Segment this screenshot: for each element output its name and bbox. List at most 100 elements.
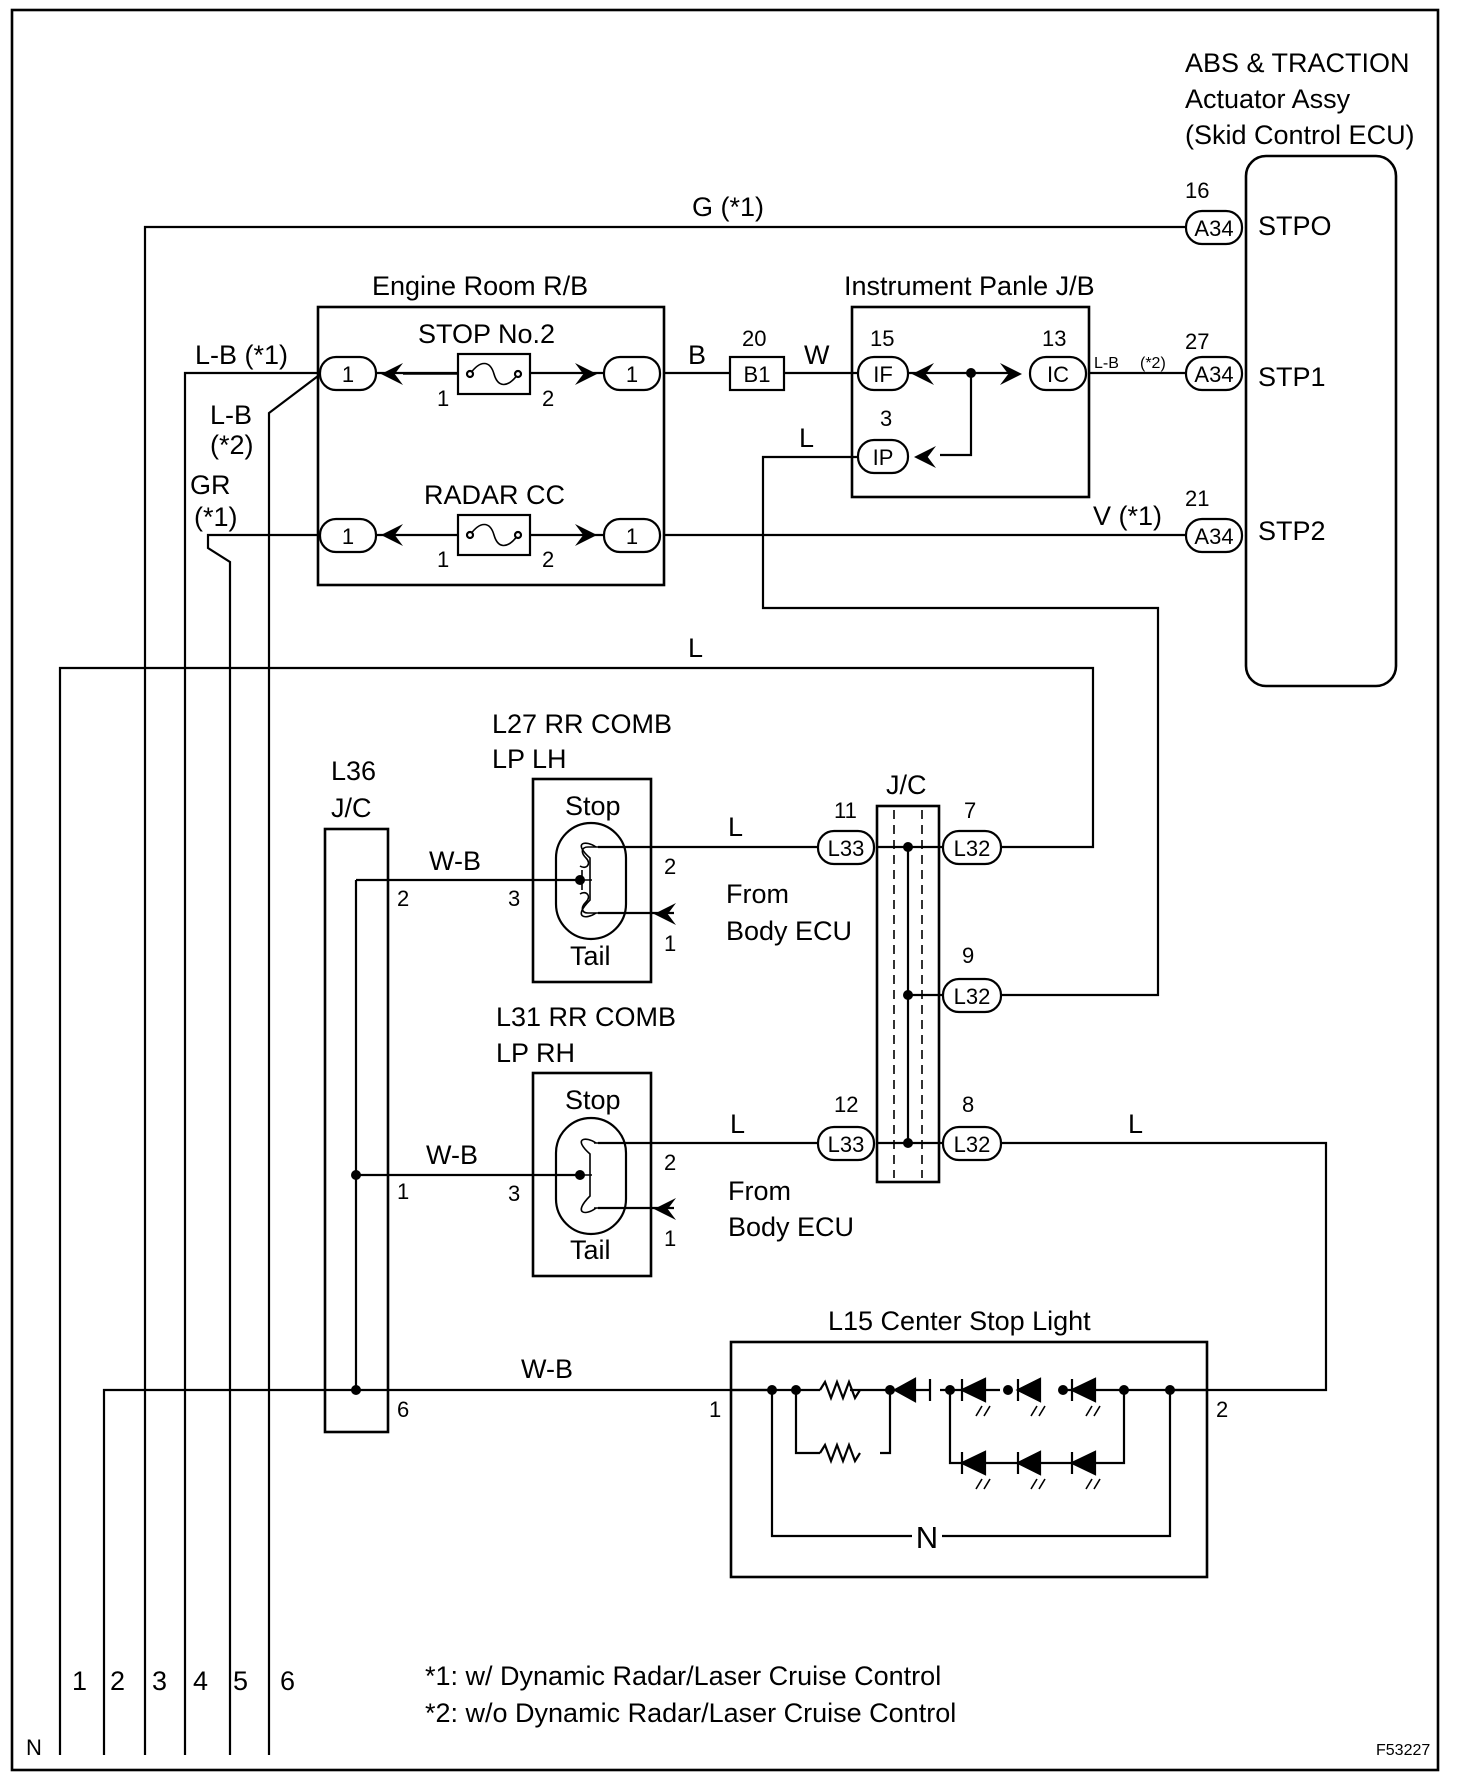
jc-pin-9-number: 9 [962,943,974,968]
wire-label-b: B [688,340,706,370]
l27-tail-label: Tail [570,941,611,971]
bottom-wire-numbers: 1 2 3 4 5 6 [72,1666,295,1696]
l31-title-line-1: L31 RR COMB [496,1002,676,1032]
l15-resistor-icon [819,1378,861,1402]
l15-led-icon [1015,1450,1042,1476]
footnote-1: *1: w/ Dynamic Radar/Laser Cruise Contro… [425,1661,941,1691]
wire-label-w: W [804,340,830,370]
ipjb-if-label: IF [873,362,893,387]
jc-pin-8-number: 8 [962,1092,974,1117]
wire-label-lb-2-line-2: (*2) [210,430,254,460]
wire-label-wb-bottom: W-B [521,1354,573,1384]
ipjb-title: Instrument Panle J/B [844,271,1095,301]
l36-title-line-1: L36 [331,756,376,786]
connector-b1: 20 B1 [728,326,786,392]
wire-label-l-ip: L [799,423,814,453]
l31-pin-1: 1 [664,1226,676,1251]
ipjb-ic-label: IC [1047,362,1069,387]
jc-pin-7-number: 7 [964,798,976,823]
bottom-number-5: 5 [233,1666,248,1696]
b1-pin-number: 20 [742,326,766,351]
ecu-title-line-1: ABS & TRACTION [1185,48,1410,78]
bottom-number-1: 1 [72,1666,87,1696]
radar-fuse-left-pin: 1 [342,524,354,549]
wire-label-v: V (*1) [1093,501,1162,531]
ecu-terminal-stp2: STP2 [1258,516,1326,546]
wire-label-lb-1: L-B (*1) [195,340,288,370]
radar-fuse-right-pin: 1 [626,524,638,549]
jc-pin-11-label: L33 [828,836,865,861]
wire-label-lb-ic-note: (*2) [1140,355,1166,372]
fuse-stop-no2-label: STOP No.2 [418,319,555,349]
l31-pin-2: 2 [664,1150,676,1175]
jc-pin-7-label: L32 [954,836,991,861]
jc-pin-12-label: L33 [828,1132,865,1157]
l15-led-icon [959,1377,987,1403]
l36-title-line-2: J/C [331,793,372,823]
l36-jc: L36 J/C 2 1 6 [323,756,409,1434]
wire-label-l-l27: L [728,812,743,842]
bottom-number-4: 4 [193,1666,208,1696]
jc-pin-9-label: L32 [954,984,991,1009]
l36-pin-1: 1 [397,1179,409,1204]
instrument-panel-jb: Instrument Panle J/B 15 IF 13 IC 3 IP [844,271,1095,499]
radar-fuse-num-right: 2 [542,547,554,572]
l27-pin-3: 3 [508,886,520,911]
jc-title: J/C [886,770,927,800]
ecu-title-line-2: Actuator Assy [1185,84,1351,114]
l31-box [531,1071,653,1278]
l27-title-line-1: L27 RR COMB [492,709,672,739]
l31-rr-comb-lp-rh: L31 RR COMB LP RH Stop Tail 2 3 1 From B… [496,1002,854,1278]
ecu-terminal-stpo: STPO [1258,211,1332,241]
stop-fuse-num-left: 1 [437,386,449,411]
bottom-number-2: 2 [110,1666,125,1696]
stop-fuse-num-right: 2 [542,386,554,411]
ipjb-box [850,305,1091,499]
l31-from-line-1: From [728,1176,791,1206]
l36-box [323,827,390,1434]
stop-fuse-right-pin: 1 [626,362,638,387]
l31-stop-label: Stop [565,1085,621,1115]
ecu-pin-number-stpo: 16 [1185,178,1209,203]
l27-from-line-1: From [726,879,789,909]
l27-title-line-2: LP LH [492,744,567,774]
figure-code: F53227 [1376,1742,1430,1759]
diagram-frame [10,8,1440,1772]
engine-rb-box [316,305,666,587]
bottom-number-6: 6 [280,1666,295,1696]
ecu-box [1244,154,1398,688]
pin-a34-21: A34 [1194,524,1233,549]
wire-label-wb-l27: W-B [429,846,481,876]
wire-label-gr-line-1: GR [190,470,231,500]
engine-rb-title: Engine Room R/B [372,271,588,301]
l27-from-line-2: Body ECU [726,916,852,946]
fuse-radar-cc-label: RADAR CC [424,480,565,510]
wire-label-g: G (*1) [692,192,764,222]
ipjb-if-number: 15 [870,326,894,351]
l31-from-line-2: Body ECU [728,1212,854,1242]
stop-fuse-left-pin: 1 [342,362,354,387]
wire-label-wb-l31: W-B [426,1140,478,1170]
ecu: ABS & TRACTION Actuator Assy (Skid Contr… [1185,48,1415,688]
l15-pin-2: 2 [1216,1397,1228,1422]
radar-cc-fuse-icon [456,513,532,557]
radar-fuse-num-left: 1 [437,547,449,572]
l31-pin-3: 3 [508,1181,520,1206]
l15-led-icon [959,1450,987,1476]
jc-junction-connector: J/C 11 L33 7 L32 9 L32 12 L33 8 L32 [816,770,1003,1184]
wire-label-l-long: L [688,633,703,663]
l31-title-line-2: LP RH [496,1038,575,1068]
l15-led-icon [1069,1377,1097,1403]
l31-tail-label: Tail [570,1235,611,1265]
engine-room-rb: Engine Room R/B STOP No.2 1 1 2 1 RADAR … [316,271,666,587]
pin-a34-27: A34 [1194,362,1233,387]
l36-pin-6: 6 [397,1397,409,1422]
wire-label-lb-2-line-1: L-B [210,400,252,430]
ecu-pin-number-stp2: 21 [1185,486,1209,511]
b1-label: B1 [744,362,771,387]
stop-no2-fuse-icon [456,352,532,396]
l31-bulb-icon [554,1116,628,1236]
ipjb-ic-number: 13 [1042,326,1066,351]
l15-led-icon [1069,1450,1097,1476]
